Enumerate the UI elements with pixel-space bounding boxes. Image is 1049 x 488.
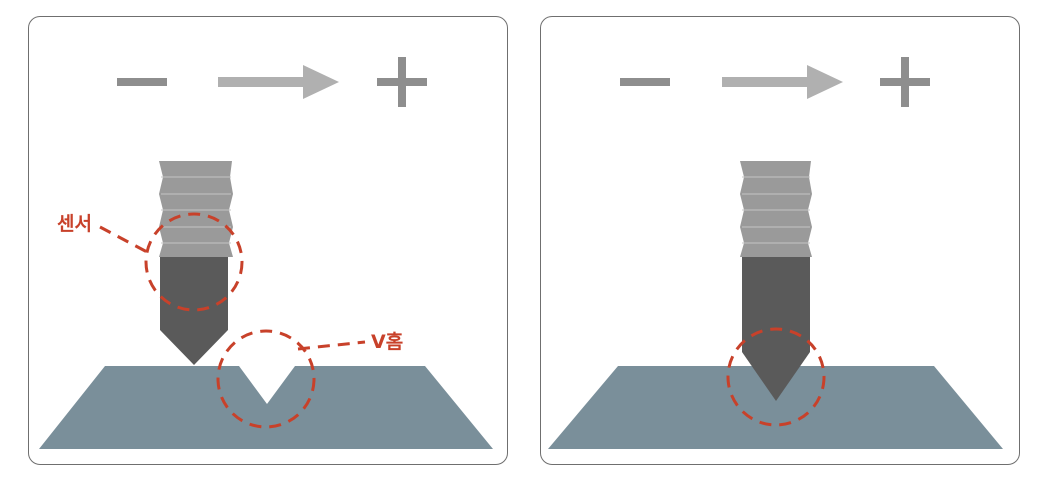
- plus-icon: [377, 57, 427, 107]
- arrow-right-icon: [218, 65, 339, 99]
- sensor: [159, 161, 233, 365]
- minus-icon: [117, 78, 167, 86]
- plus-icon: [880, 57, 930, 107]
- v-groove-annotation: V홈: [216, 329, 403, 429]
- sensor: [740, 161, 812, 401]
- sensor-thread: [159, 161, 233, 257]
- panel-left: 센서 V홈: [28, 16, 508, 465]
- workpiece: [39, 366, 493, 449]
- minus-icon: [620, 78, 670, 86]
- panel-right: [540, 16, 1020, 465]
- tip-annotation: [726, 327, 826, 427]
- left-diagram: 센서 V홈: [39, 57, 493, 449]
- sensor-annotation: 센서: [57, 212, 244, 312]
- sensor-thread: [740, 161, 812, 257]
- sensor-body: [160, 257, 228, 365]
- v-groove-label: V홈: [371, 330, 403, 353]
- arrow-right-icon: [722, 65, 843, 99]
- right-diagram: [548, 57, 1003, 449]
- sensor-label: 센서: [57, 213, 92, 235]
- workpiece: [548, 366, 1003, 449]
